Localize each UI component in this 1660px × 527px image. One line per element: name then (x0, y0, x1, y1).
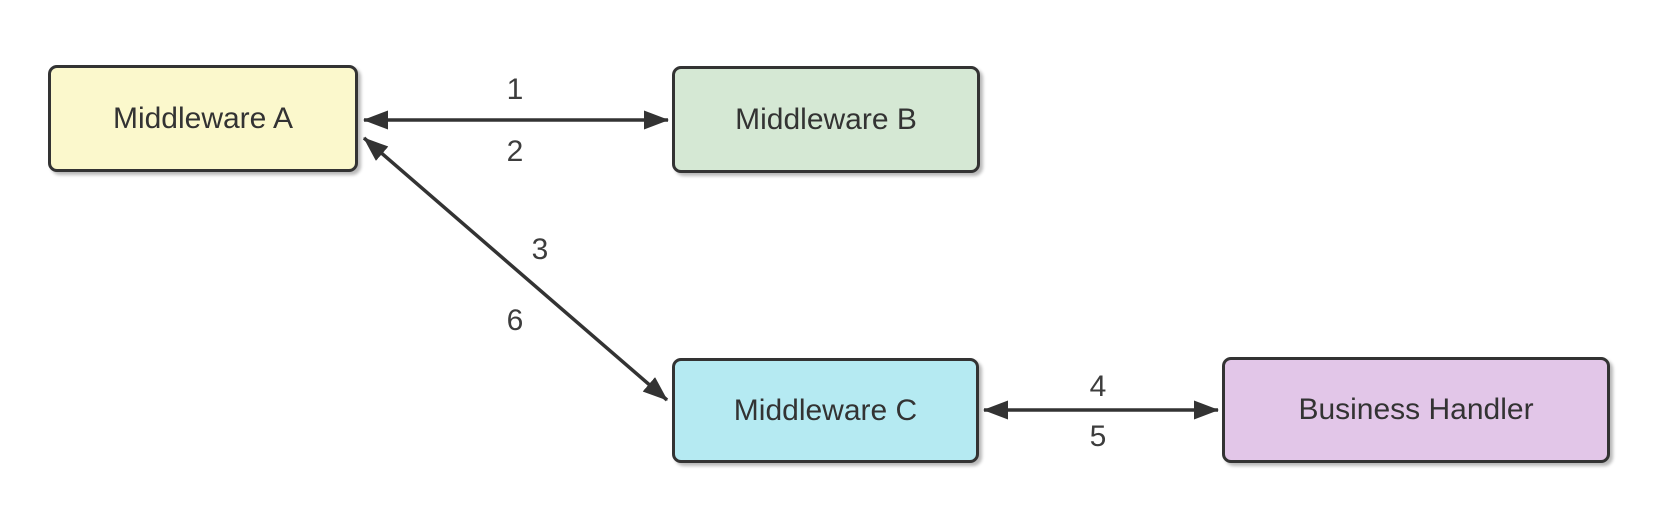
node-middleware-c-label: Middleware C (733, 393, 918, 427)
edge-a-c-arrow (362, 136, 669, 402)
edge-label-step-6: 6 (506, 304, 524, 337)
node-business-handler: Business Handler (1222, 357, 1610, 463)
node-middleware-c: Middleware C (672, 358, 979, 463)
node-middleware-a-label: Middleware A (112, 101, 294, 135)
node-middleware-b-label: Middleware B (735, 102, 917, 136)
node-middleware-b: Middleware B (672, 66, 980, 173)
edge-label-step-3: 3 (531, 233, 549, 266)
edge-label-step-2: 2 (506, 135, 524, 168)
node-middleware-a: Middleware A (48, 65, 358, 172)
edge-label-step-1: 1 (506, 73, 524, 106)
edge-label-step-4: 4 (1089, 370, 1107, 403)
node-business-handler-label: Business Handler (1298, 393, 1534, 426)
edge-label-step-5: 5 (1089, 420, 1107, 453)
